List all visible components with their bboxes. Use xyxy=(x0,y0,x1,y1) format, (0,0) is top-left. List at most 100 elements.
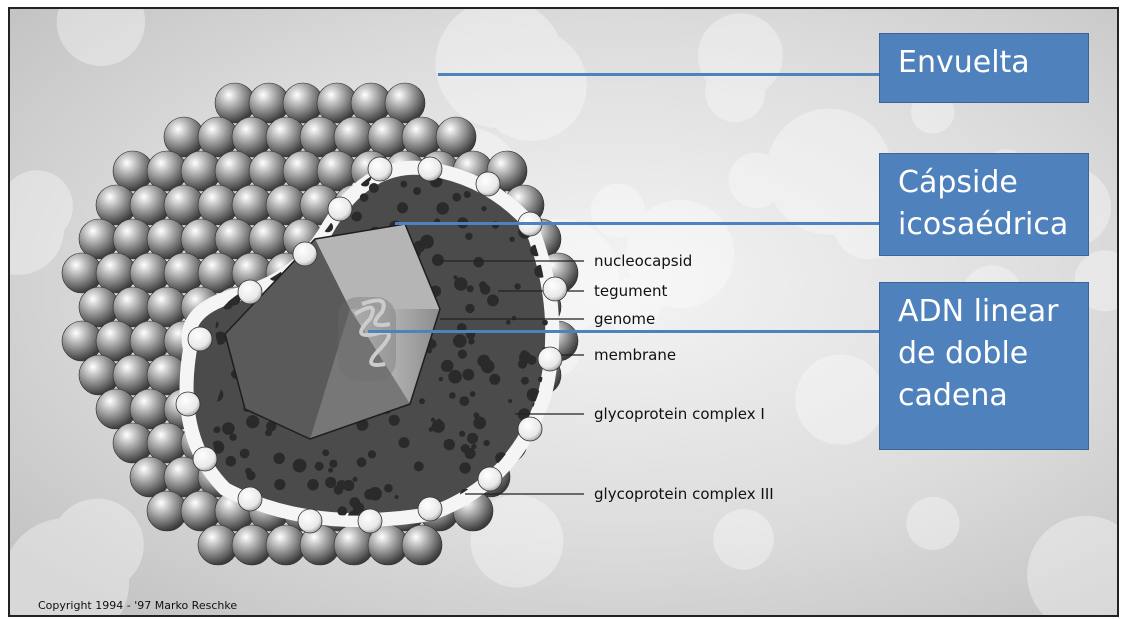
tegument-dot xyxy=(274,453,285,464)
tegument-dot xyxy=(459,396,469,406)
tegument-dot xyxy=(222,422,235,435)
tegument-dot xyxy=(452,193,461,202)
tegument-dot xyxy=(240,449,250,459)
label-tegument: tegument xyxy=(594,284,667,299)
tegument-dot xyxy=(508,399,512,403)
tegument-dot xyxy=(471,444,476,449)
tegument-dot xyxy=(307,479,318,490)
tegument-dot xyxy=(465,233,472,240)
tegument-dot xyxy=(489,374,500,385)
tegument-dot xyxy=(483,440,489,446)
tegument-dot xyxy=(360,193,369,202)
tegument-dot xyxy=(458,350,467,359)
tegument-dot xyxy=(509,237,514,242)
membrane-glycoprotein xyxy=(328,197,352,221)
callout-dna: ADN linear de doble cadena xyxy=(879,282,1089,450)
callout-envelope: Envuelta xyxy=(879,33,1089,103)
genome-coil xyxy=(338,297,396,381)
tegument-dot xyxy=(337,506,347,516)
label-genome: genome xyxy=(594,312,655,327)
tegument-dot xyxy=(465,304,474,313)
bokeh-circle xyxy=(475,30,586,141)
tegument-dot xyxy=(481,206,486,211)
label-glycoprotein-complex-1: glycoprotein complex I xyxy=(594,407,765,422)
label-nucleocapsid: nucleocapsid xyxy=(594,254,692,269)
tegument-dot xyxy=(449,392,456,399)
membrane-glycoprotein xyxy=(543,277,567,301)
tegument-dot xyxy=(477,355,490,368)
tegument-dot xyxy=(473,257,484,268)
tegument-dot xyxy=(274,479,285,490)
tegument-dot xyxy=(439,377,443,381)
label-glycoprotein-complex-3: glycoprotein complex III xyxy=(594,487,774,502)
tegument-dot xyxy=(328,468,333,473)
tegument-dot xyxy=(436,202,449,215)
membrane-glycoprotein xyxy=(418,497,442,521)
membrane-glycoprotein xyxy=(478,467,502,491)
tegument-dot xyxy=(459,462,470,473)
tegument-dot xyxy=(384,484,393,493)
tegument-dot xyxy=(487,295,499,307)
bokeh-circle xyxy=(713,509,774,570)
tegument-dot xyxy=(453,334,467,348)
membrane-glycoprotein xyxy=(368,157,392,181)
tegument-dot xyxy=(432,254,444,266)
membrane-glycoprotein xyxy=(518,417,542,441)
membrane-glycoprotein xyxy=(418,157,442,181)
tegument-dot xyxy=(480,284,490,294)
tegument-dot xyxy=(354,506,361,513)
bokeh-circle xyxy=(795,355,885,445)
tegument-dot xyxy=(462,369,474,381)
tegument-dot xyxy=(352,212,362,222)
tegument-dot xyxy=(337,480,347,490)
tegument-dot xyxy=(325,477,336,488)
callout-capsid: Cápside icosaédrica xyxy=(879,153,1089,256)
tegument-dot xyxy=(315,462,324,471)
tegument-dot xyxy=(467,433,478,444)
tegument-dot xyxy=(322,449,329,456)
tegument-dot xyxy=(448,370,462,384)
tegument-dot xyxy=(512,316,517,321)
tegument-dot xyxy=(395,495,399,499)
tegument-dot xyxy=(506,320,511,325)
tegument-dot xyxy=(368,487,382,501)
tegument-dot xyxy=(542,320,548,326)
tegument-dot xyxy=(429,427,434,432)
membrane-glycoprotein xyxy=(538,347,562,371)
membrane-glycoprotein xyxy=(298,509,322,533)
membrane-glycoprotein xyxy=(193,447,217,471)
tegument-dot xyxy=(470,391,476,397)
tegument-dot xyxy=(399,437,410,448)
tegument-dot xyxy=(368,450,376,458)
tegument-dot xyxy=(441,361,452,372)
tegument-dot xyxy=(419,398,425,404)
copyright-text: Copyright 1994 - '97 Marko Reschke xyxy=(38,599,237,612)
bokeh-circle xyxy=(906,497,959,550)
tegument-dot xyxy=(414,461,424,471)
tegument-dot xyxy=(465,448,476,459)
callout-line-dna xyxy=(368,330,880,333)
tegument-dot xyxy=(521,377,529,385)
tegument-dot xyxy=(420,235,434,249)
bokeh-circle xyxy=(766,109,892,235)
membrane-glycoprotein xyxy=(358,509,382,533)
tegument-dot xyxy=(400,181,407,188)
tegument-dot xyxy=(214,426,221,433)
bokeh-circle xyxy=(705,62,765,122)
tegument-dot xyxy=(246,415,259,428)
tegument-dot xyxy=(514,283,520,289)
membrane-glycoprotein xyxy=(238,487,262,511)
tegument-dot xyxy=(369,183,379,193)
tegument-dot xyxy=(357,457,367,467)
membrane-glycoprotein xyxy=(293,242,317,266)
label-membrane: membrane xyxy=(594,348,676,363)
tegument-dot xyxy=(389,415,400,426)
envelope-glycoprotein-ball xyxy=(402,525,442,565)
membrane-glycoprotein xyxy=(238,280,262,304)
tegument-dot xyxy=(413,187,421,195)
callout-line-capsid xyxy=(395,222,880,225)
tegument-dot xyxy=(432,420,445,433)
tegument-dot xyxy=(293,459,307,473)
callout-line-envelope xyxy=(438,73,880,76)
membrane-glycoprotein xyxy=(188,327,212,351)
